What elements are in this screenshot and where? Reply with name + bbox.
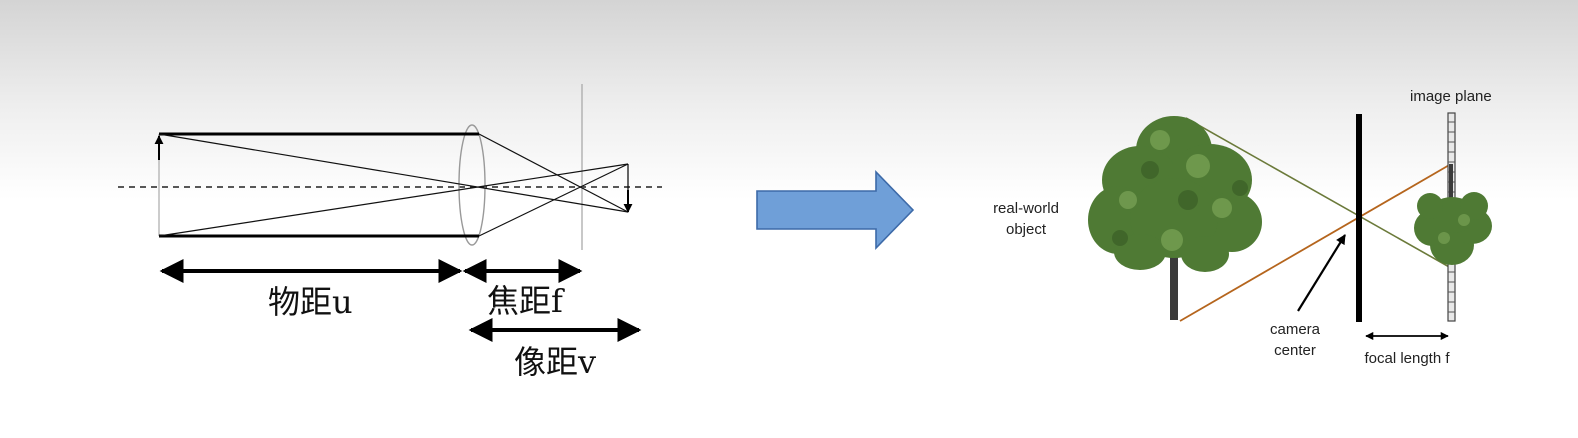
lens	[458, 124, 486, 246]
image-plane-label: image plane	[1410, 88, 1492, 105]
camera-center-pointer	[1297, 234, 1346, 312]
ray-orange	[1179, 163, 1452, 322]
inverted-tree-icon	[1414, 164, 1492, 265]
ray-green	[1185, 117, 1452, 269]
pinhole-diagram: image plane real-world object camera cen…	[993, 88, 1492, 367]
ray-traces	[158, 133, 629, 237]
focal-length-f-label: focal length f	[1364, 350, 1450, 367]
lens-diagram: 物距u 焦距f 像距v	[118, 84, 662, 381]
camera-center-label-line1: camera	[1270, 321, 1321, 338]
object-label-line1: real-world	[993, 200, 1059, 217]
camera-center-label-line2: center	[1274, 342, 1316, 359]
tree-icon	[1088, 116, 1262, 320]
image-distance-label: 像距v	[514, 343, 596, 381]
object-label-line2: object	[1006, 221, 1047, 238]
focal-length-label: 焦距f	[487, 282, 565, 320]
transition-arrow	[756, 170, 915, 250]
object-distance-label: 物距u	[268, 283, 353, 321]
